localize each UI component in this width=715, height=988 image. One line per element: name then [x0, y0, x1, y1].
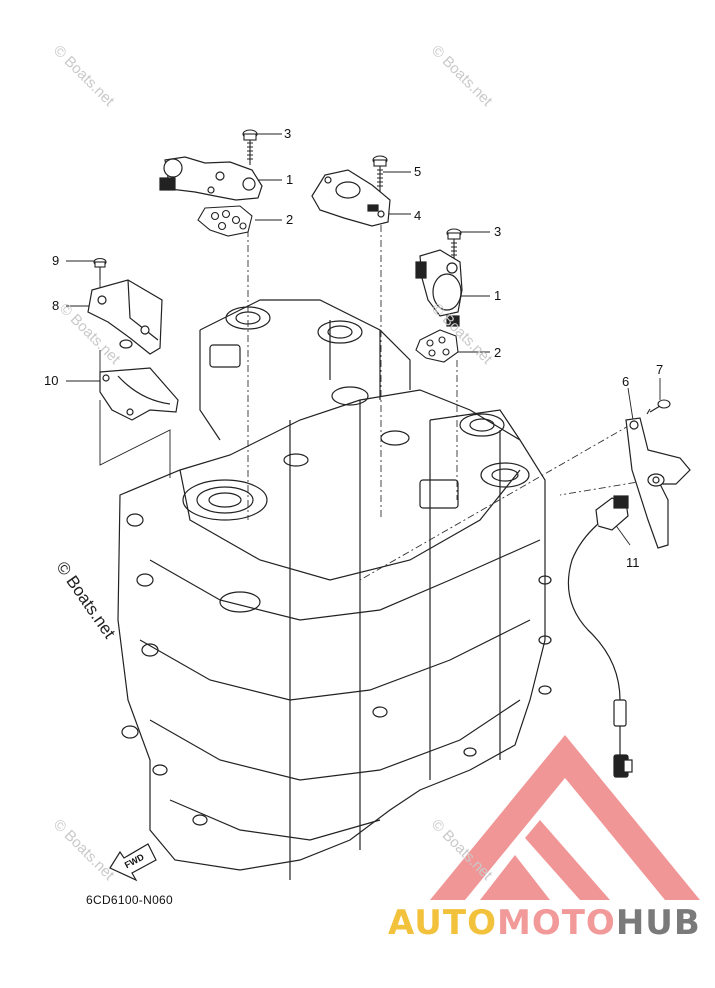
- part-9-bolt: [93, 257, 107, 280]
- part-4-cover: [311, 169, 391, 227]
- part-1-valve-right: [415, 249, 463, 327]
- part-10-plate: [99, 367, 179, 421]
- callout-1-right: 1: [494, 288, 502, 303]
- callout-2-right: 2: [494, 345, 502, 360]
- cylinder-head-block: [117, 299, 552, 880]
- part-2-gasket-upper: [197, 205, 253, 237]
- diagram-code: 6CD6100-N060: [86, 893, 173, 907]
- part-7-bolt: [646, 399, 671, 415]
- callout-7: 7: [656, 362, 664, 377]
- part-3-bolt-upper: [242, 129, 258, 165]
- fwd-arrow: [109, 843, 157, 882]
- callout-8: 8: [52, 298, 60, 313]
- part-5-bolt: [372, 155, 388, 192]
- part-11-sensor: [567, 495, 633, 778]
- automotohub-logo-text: AUTOMOTOHUB: [388, 903, 701, 943]
- callout-2-upper: 2: [286, 212, 294, 227]
- callout-1-upper: 1: [286, 172, 294, 187]
- dashed-guides: [247, 225, 651, 581]
- callout-4: 4: [414, 208, 422, 223]
- brand-part-moto: MOTO: [496, 903, 616, 943]
- brand-part-hub: HUB: [615, 903, 701, 943]
- callout-5: 5: [414, 164, 422, 179]
- callout-10: 10: [44, 373, 59, 388]
- part-2-gasket-right: [415, 329, 459, 363]
- callout-3-right: 3: [494, 224, 502, 239]
- callout-6: 6: [622, 374, 630, 389]
- part-3-bolt-right: [446, 228, 462, 262]
- part-8-bracket: [87, 279, 163, 355]
- brand-part-auto: AUTO: [388, 903, 497, 943]
- automotohub-logo-mark: [430, 735, 700, 900]
- callout-9: 9: [52, 253, 60, 268]
- part-1-valve-upper: [159, 156, 263, 201]
- callout-11: 11: [626, 555, 640, 570]
- part-6-bracket: [625, 417, 691, 549]
- callout-3-upper: 3: [284, 126, 292, 141]
